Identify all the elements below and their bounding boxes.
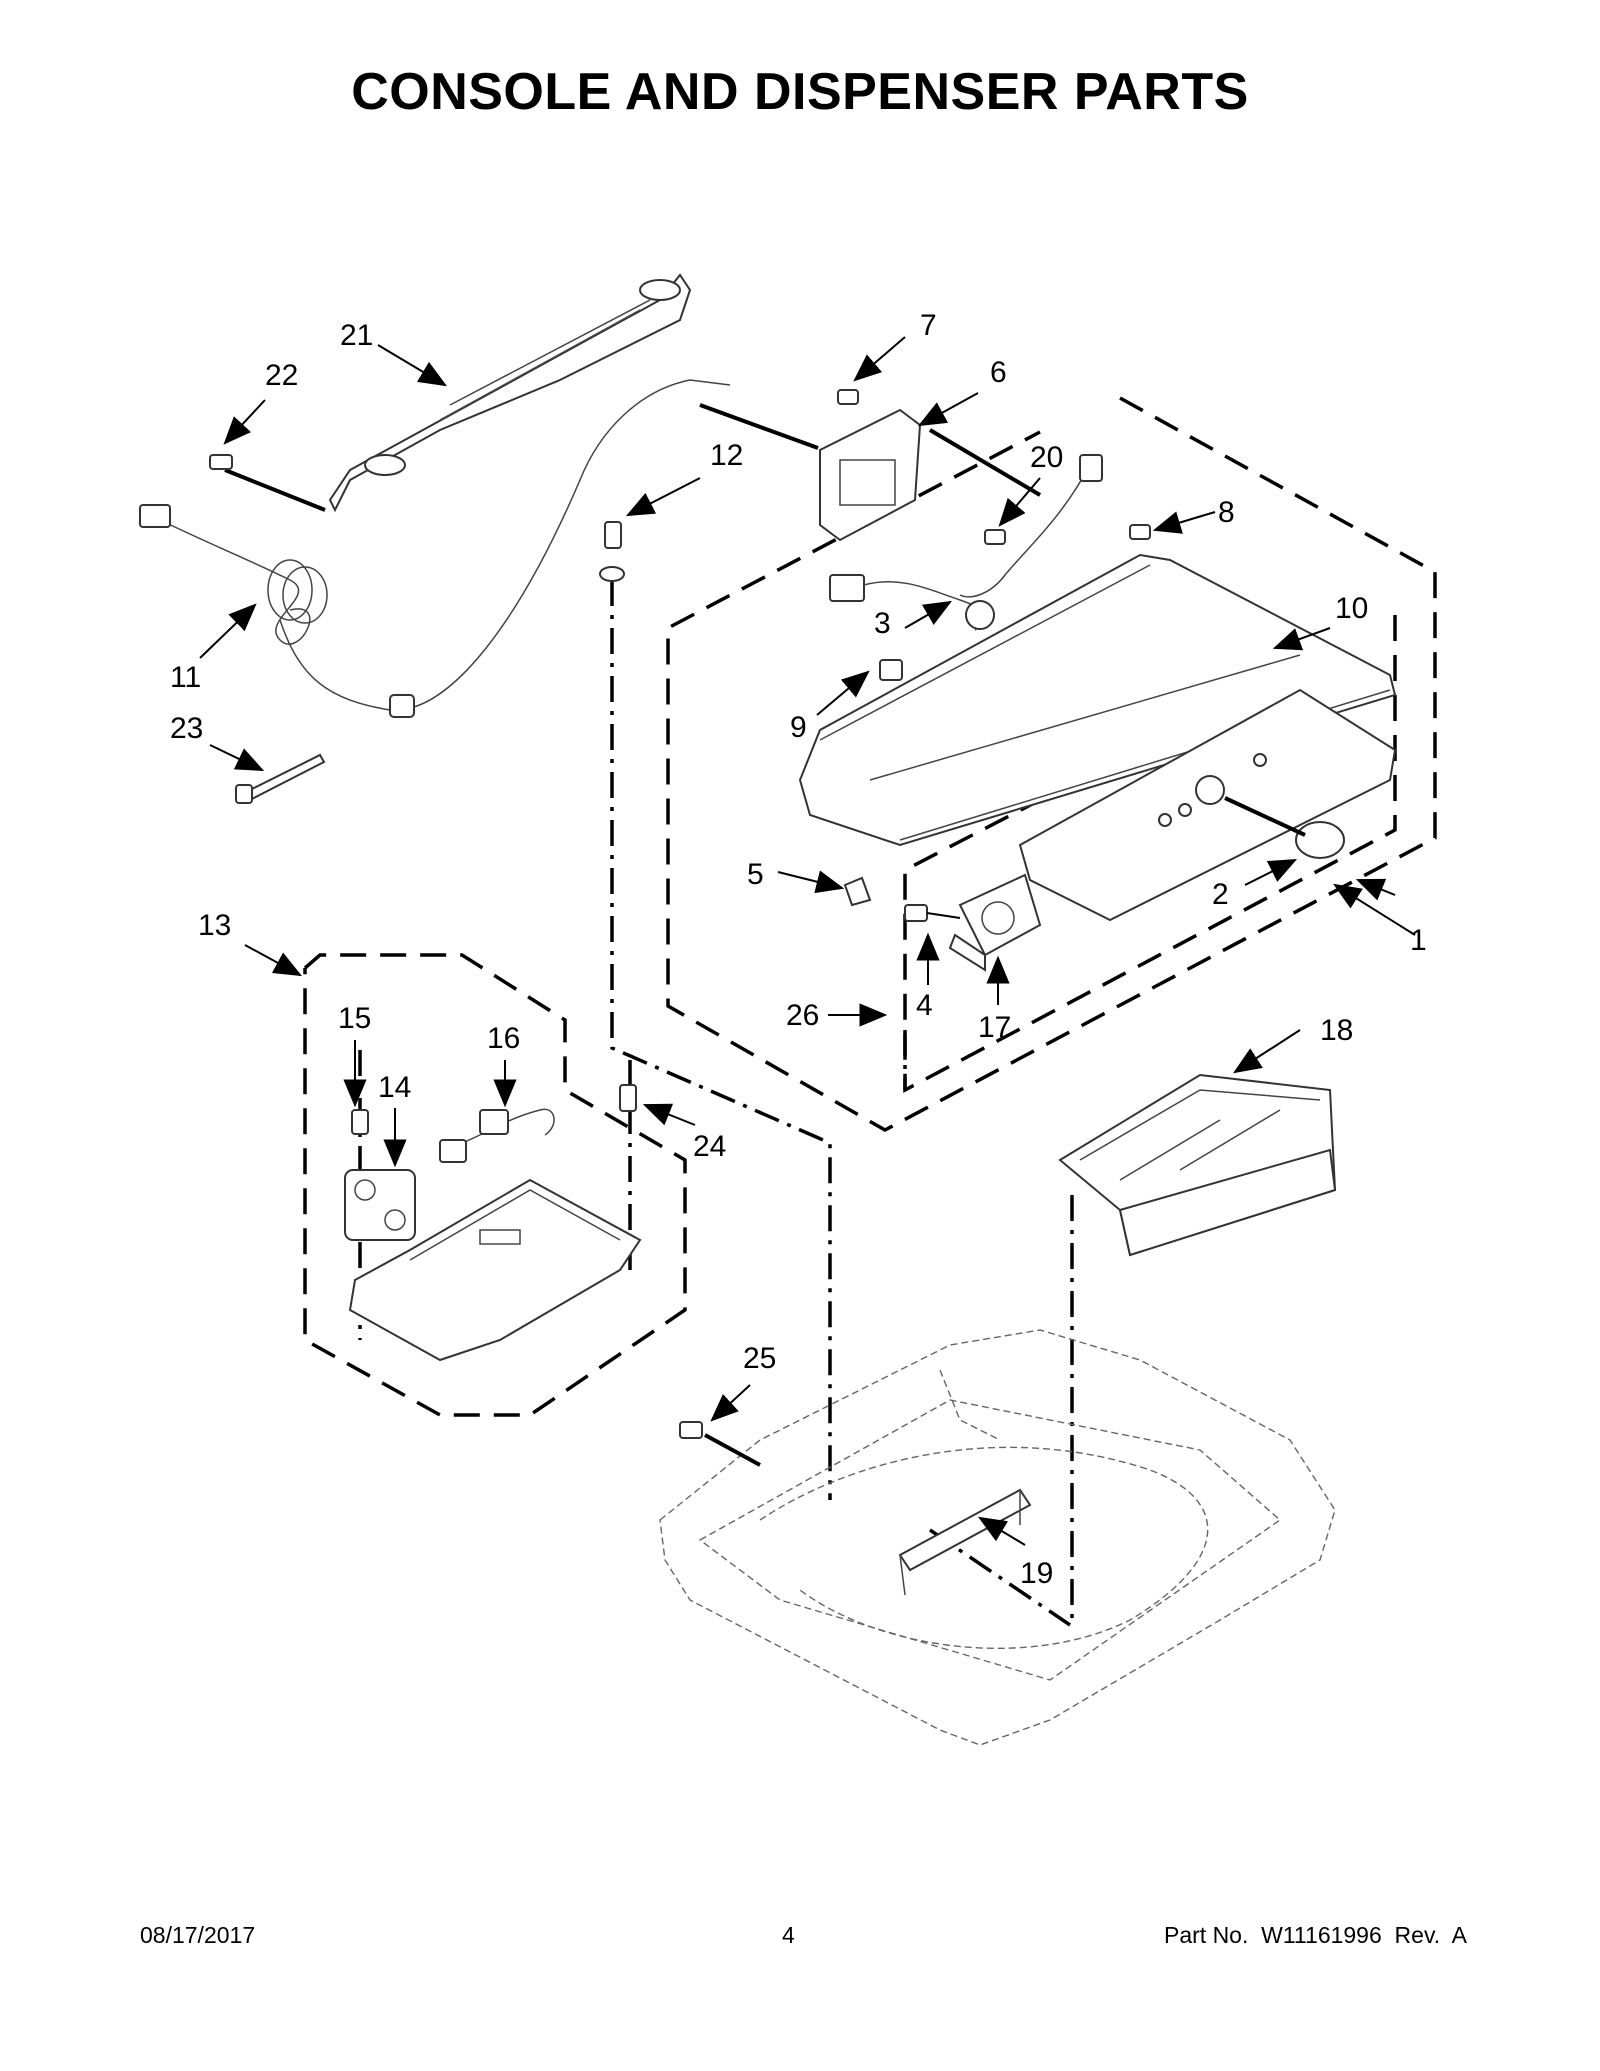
module-17 <box>948 873 1042 972</box>
footer-part-number: Part No. W11161996 Rev. A <box>1164 1922 1467 1948</box>
centerline-19 <box>929 1528 1071 1627</box>
callout-20: 20 <box>1030 441 1063 474</box>
dispenser-drawer-18 <box>1058 1073 1337 1257</box>
page-title: CONSOLE AND DISPENSER PARTS <box>351 63 1249 121</box>
water-valve-14 <box>344 1169 416 1241</box>
callout-9: 9 <box>790 711 807 744</box>
mount-line-6 <box>699 403 819 450</box>
callout-11: 11 <box>170 661 201 694</box>
control-bracket-boundary <box>303 953 687 1417</box>
callout-16: 16 <box>487 1022 520 1055</box>
callout-14: 14 <box>378 1071 411 1104</box>
callout-25: 25 <box>743 1342 776 1375</box>
callout-8: 8 <box>1218 496 1235 529</box>
screw-20 <box>984 529 1006 545</box>
strap-23 <box>235 753 326 804</box>
callout-labels: 1 2 3 4 5 6 7 8 9 10 11 12 13 14 15 16 1… <box>170 309 1427 1590</box>
callout-18: 18 <box>1320 1014 1353 1047</box>
screw-25 <box>679 1421 703 1439</box>
callout-6: 6 <box>990 356 1007 389</box>
control-board-bracket <box>348 1178 642 1362</box>
clip-9 <box>879 659 903 681</box>
screw-24 <box>619 1084 637 1112</box>
callout-1: 1 <box>1410 924 1427 957</box>
wire-harness-11 <box>139 379 731 718</box>
screw-8 <box>1129 524 1151 540</box>
callout-13: 13 <box>198 909 231 942</box>
callout-21: 21 <box>340 319 373 352</box>
callout-3: 3 <box>874 607 891 640</box>
callout-4: 4 <box>916 989 933 1022</box>
hinge-19 <box>898 1488 1032 1596</box>
callout-7: 7 <box>920 309 937 342</box>
centerline-left <box>610 580 832 1500</box>
console-control-panel <box>1018 688 1397 922</box>
harness-16 <box>439 1108 555 1163</box>
screw-15 <box>351 1109 369 1135</box>
callout-23: 23 <box>170 712 203 745</box>
callout-15: 15 <box>338 1002 371 1035</box>
footer-date: 08/17/2017 <box>140 1922 256 1948</box>
leader-arrows <box>199 336 1416 1546</box>
callout-2: 2 <box>1212 878 1229 911</box>
callout-10: 10 <box>1335 592 1368 625</box>
clip-5 <box>843 876 872 907</box>
screw-7 <box>837 389 859 405</box>
footer-page-number: 4 <box>782 1922 795 1948</box>
mount-line-4 <box>926 912 961 919</box>
screw-4 <box>904 904 928 922</box>
callout-12: 12 <box>710 439 743 472</box>
callout-19: 19 <box>1020 1557 1053 1590</box>
ground-screw-12 <box>599 521 625 582</box>
top-panel <box>659 1329 1336 1746</box>
screw-22 <box>209 454 233 470</box>
user-interface-board-6 <box>819 408 922 542</box>
callout-26: 26 <box>786 999 819 1032</box>
callout-5: 5 <box>747 858 764 891</box>
mount-line-6b <box>928 428 1042 497</box>
knob-2 <box>1295 821 1345 859</box>
console-outer-boundary <box>666 396 1437 1132</box>
harness-20 <box>959 454 1103 598</box>
assembly-boundary-lines <box>303 396 1437 1627</box>
callout-17: 17 <box>978 1011 1011 1044</box>
callout-24: 24 <box>693 1130 726 1163</box>
switch-harness-3 <box>829 574 995 631</box>
callout-22: 22 <box>265 359 298 392</box>
mount-line-2 <box>1224 796 1306 837</box>
mount-line-25 <box>704 1433 761 1467</box>
console-rear-panel <box>328 273 692 513</box>
mount-line-22 <box>224 468 326 512</box>
